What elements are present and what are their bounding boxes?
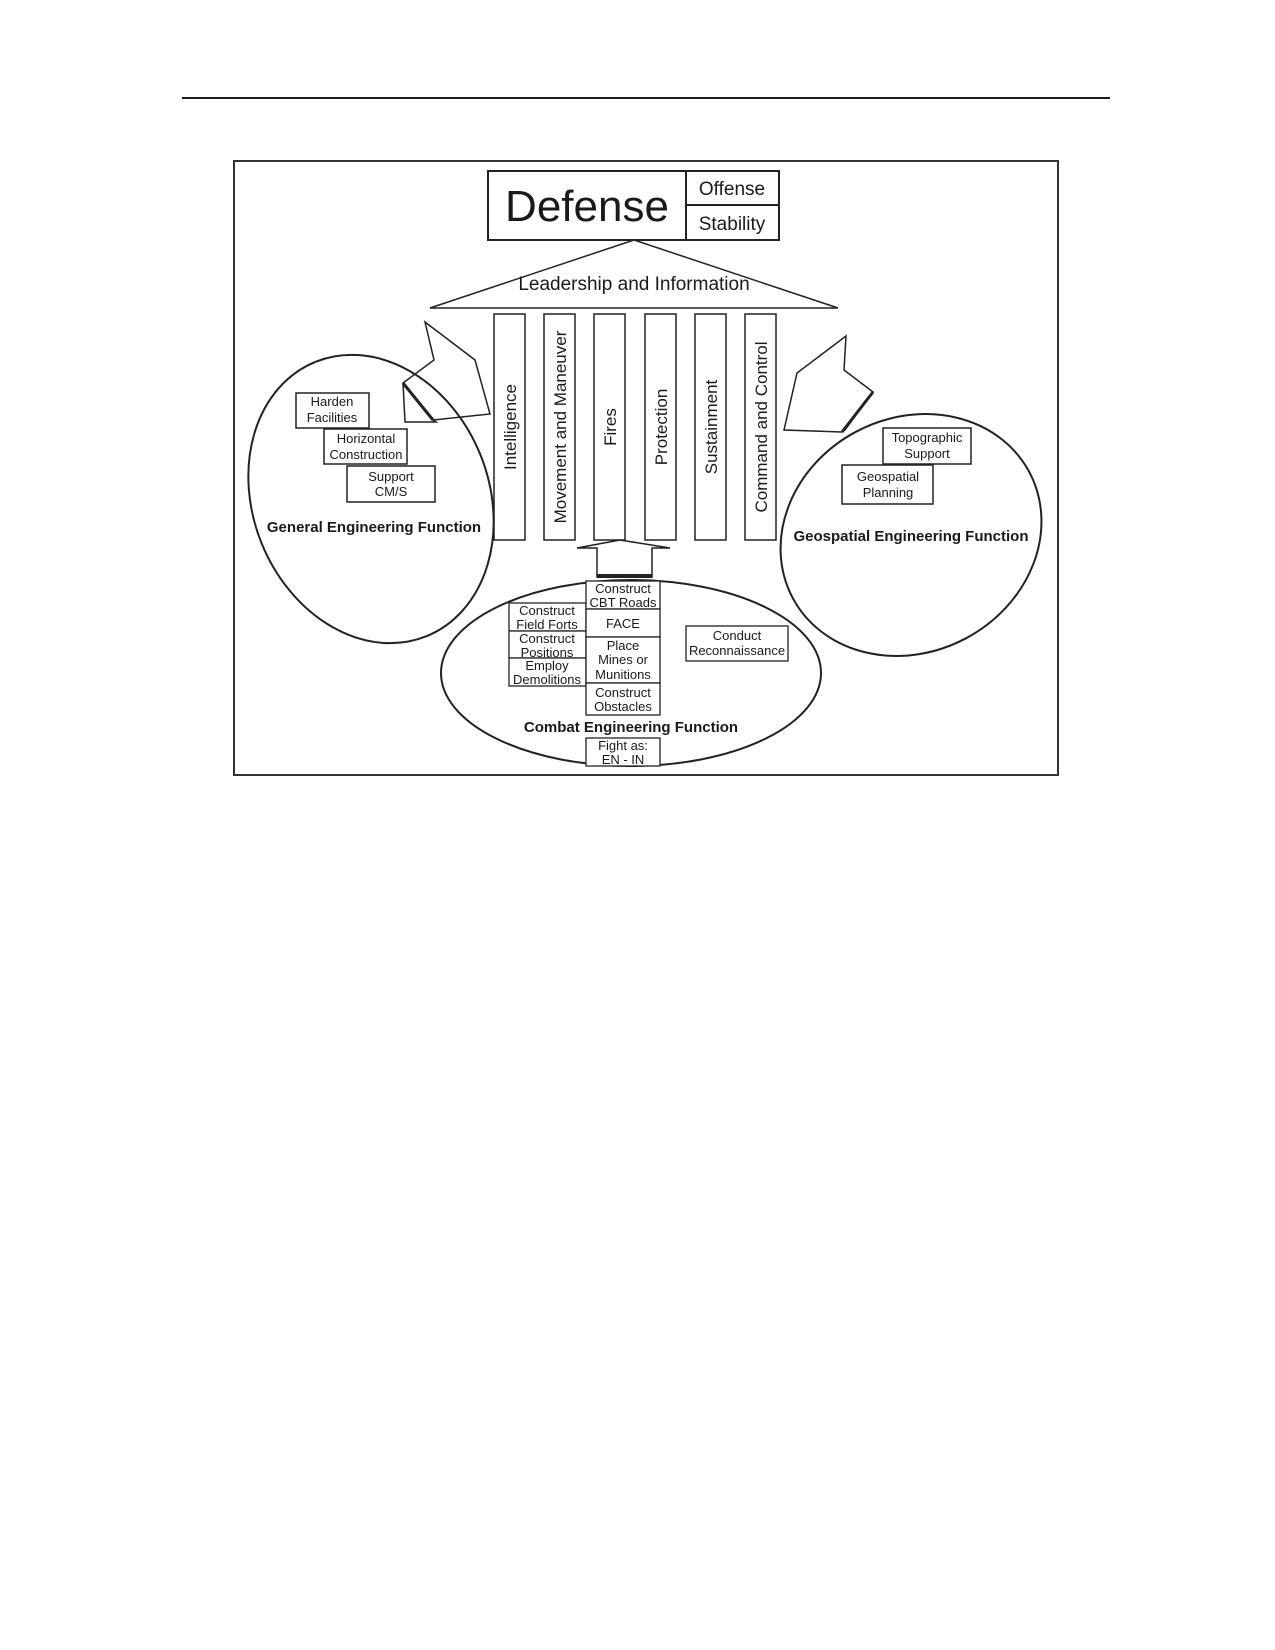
figure-frame <box>233 160 1059 776</box>
combat-engineering-title: Combat Engineering Function <box>524 719 738 736</box>
left-arrow-icon <box>402 320 491 423</box>
stability-box <box>685 204 780 241</box>
task-support-cms-line2: CM/S <box>375 484 408 499</box>
geospatial-engineering-ellipse <box>779 413 1043 657</box>
task-construct-obstacles <box>585 682 661 716</box>
page-header-rule <box>182 97 1110 99</box>
pillar-fires <box>593 313 626 541</box>
operations-header: Defense Offense Stability <box>487 170 780 241</box>
pillar-intelligence-label: Intelligence <box>501 384 520 470</box>
task-construct-cbt-roads-line2: CBT Roads <box>590 595 657 610</box>
task-topographic-support-line2: Support <box>904 446 950 461</box>
left-arrow-base-icon <box>401 382 435 421</box>
task-harden-facilities-line1: Harden <box>311 394 354 409</box>
task-construct-cbt-roads <box>585 580 661 610</box>
task-place-mines-munitions <box>585 636 661 684</box>
task-conduct-reconnaissance <box>685 625 789 662</box>
task-harden-facilities-line2: Facilities <box>307 410 358 425</box>
task-fight-as-en-in <box>585 737 661 767</box>
task-topographic-support <box>882 427 972 465</box>
roof-triangle <box>429 239 839 309</box>
task-construct-obstacles-line1: Construct <box>595 685 651 700</box>
pillar-movement-maneuver <box>543 313 576 541</box>
general-engineering-function: Harden Facilities Horizontal Constructio… <box>247 353 495 645</box>
task-employ-demolitions <box>508 657 587 687</box>
task-horizontal-construction-line1: Horizontal <box>337 431 396 446</box>
pillar-fires-label: Fires <box>601 408 620 446</box>
right-arrow-base-icon <box>840 391 875 433</box>
task-face-line1: FACE <box>606 616 640 631</box>
task-employ-demolitions-line1: Employ <box>525 658 569 673</box>
task-place-mines-munitions-line2: Mines or <box>598 652 649 667</box>
task-place-mines-munitions-line1: Place <box>607 638 640 653</box>
task-employ-demolitions-line2: Demolitions <box>513 672 581 687</box>
pillar-command-control <box>744 313 777 541</box>
task-construct-cbt-roads-line1: Construct <box>595 581 651 596</box>
stability-label: Stability <box>699 214 766 235</box>
task-fight-as-en-in-line1: Fight as: <box>598 738 648 753</box>
pillar-protection-label: Protection <box>652 389 671 466</box>
task-fight-as-en-in-line2: EN - IN <box>602 752 645 767</box>
roof: Leadership and Information <box>429 239 839 309</box>
task-geospatial-planning-line2: Planning <box>863 485 914 500</box>
pillar-intelligence <box>493 313 526 541</box>
task-horizontal-construction-line2: Construction <box>330 447 403 462</box>
task-topographic-support-line1: Topographic <box>892 430 963 445</box>
offense-label: Offense <box>699 179 765 200</box>
task-geospatial-planning-line1: Geospatial <box>857 469 919 484</box>
pillar-command-control-label: Command and Control <box>752 341 771 512</box>
pillar-sustainment <box>694 313 727 541</box>
task-construct-field-forts-line1: Construct <box>519 603 575 618</box>
pillar-movement-maneuver-label: Movement and Maneuver <box>551 330 570 523</box>
geospatial-engineering-function: Topographic Support Geospatial Planning … <box>779 413 1043 657</box>
up-arrow-icon <box>576 539 671 578</box>
task-place-mines-munitions-line3: Munitions <box>595 667 651 682</box>
task-conduct-reconnaissance-line1: Conduct <box>713 628 762 643</box>
support-arrows <box>401 320 875 578</box>
combat-engineering-function: Construct Field Forts Construct Position… <box>440 579 822 767</box>
task-geospatial-planning <box>841 464 934 505</box>
pillar-sustainment-label: Sustainment <box>702 379 721 474</box>
pillar-protection <box>644 313 677 541</box>
right-arrow-icon <box>783 334 875 433</box>
task-horizontal-construction <box>323 428 408 465</box>
roof-label: Leadership and Information <box>518 274 749 295</box>
general-engineering-title: General Engineering Function <box>267 519 481 536</box>
task-harden-facilities <box>295 392 370 429</box>
defense-label: Defense <box>505 182 669 231</box>
task-construct-field-forts-line2: Field Forts <box>516 617 578 632</box>
general-engineering-ellipse <box>247 353 495 645</box>
pillars: Intelligence Movement and Maneuver Fires… <box>493 313 777 541</box>
task-construct-obstacles-line2: Obstacles <box>594 699 652 714</box>
geospatial-engineering-title: Geospatial Engineering Function <box>793 528 1028 545</box>
task-support-cms-line1: Support <box>368 469 414 484</box>
task-construct-positions-line1: Construct <box>519 631 575 646</box>
task-construct-positions-line2: Positions <box>521 645 574 660</box>
task-support-cms <box>346 465 436 503</box>
task-conduct-reconnaissance-line2: Reconnaissance <box>689 643 785 658</box>
